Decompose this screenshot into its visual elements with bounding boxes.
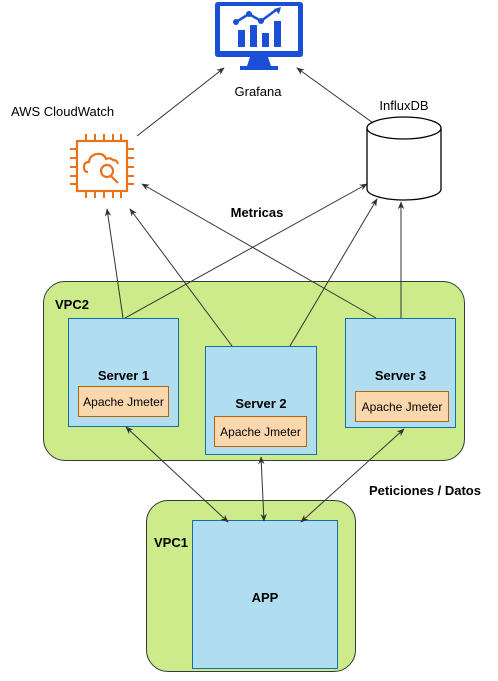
arrow-server2-to-influxdb bbox=[289, 198, 378, 347]
arrow-cloudwatch-to-grafana bbox=[136, 67, 225, 137]
server-2-title: Server 2 bbox=[235, 396, 287, 411]
arrow-server2-to-cloudwatch bbox=[129, 208, 233, 347]
vpc1-label: VPC1 bbox=[154, 535, 188, 550]
arrow-server3-app bbox=[300, 428, 405, 523]
arrow-server1-to-influxdb bbox=[124, 183, 368, 319]
database-cylinder-icon bbox=[366, 116, 442, 201]
cloudwatch-chip-icon bbox=[70, 134, 134, 198]
arrow-influxdb-to-grafana bbox=[296, 67, 381, 129]
arrow-server1-app bbox=[125, 426, 229, 523]
vpc2-label: VPC2 bbox=[55, 297, 89, 312]
grafana-label: Grafana bbox=[234, 84, 282, 99]
metricas-label: Metricas bbox=[230, 205, 284, 220]
server-1-jmeter: Apache Jmeter bbox=[78, 386, 169, 417]
server-1-title: Server 1 bbox=[97, 368, 150, 383]
server-3-jmeter: Apache Jmeter bbox=[355, 391, 449, 422]
server-3-box: Server 3 Apache Jmeter bbox=[345, 318, 456, 428]
cloudwatch-label: AWS CloudWatch bbox=[11, 104, 115, 119]
arrow-server3-to-cloudwatch bbox=[141, 183, 377, 319]
app-label: APP bbox=[251, 590, 279, 605]
server-2-jmeter: Apache Jmeter bbox=[214, 416, 307, 447]
app-box: APP bbox=[192, 520, 338, 669]
arrow-server1-to-cloudwatch bbox=[104, 208, 124, 319]
server-3-title: Server 3 bbox=[374, 368, 427, 383]
influxdb-label: InfluxDB bbox=[379, 98, 429, 113]
monitor-chart-icon bbox=[215, 2, 303, 70]
arrow-server2-app bbox=[258, 456, 267, 522]
peticiones-label: Peticiones / Datos bbox=[369, 483, 481, 498]
server-1-box: Server 1 Apache Jmeter bbox=[68, 318, 179, 427]
